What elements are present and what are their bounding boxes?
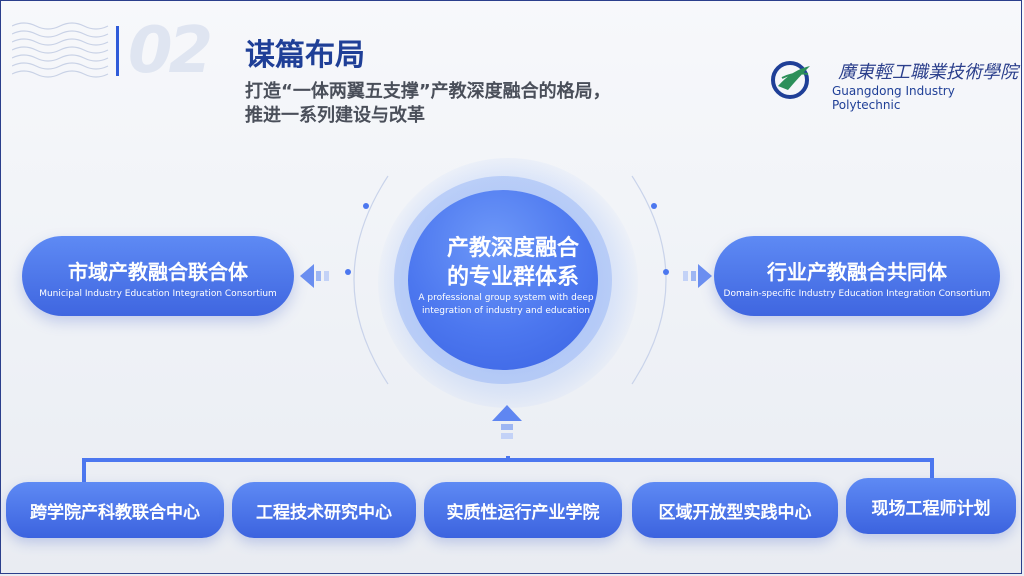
center-title: 产教深度融合 的专业群体系 (418, 234, 608, 292)
support-item-joint-center[interactable]: 跨学院产科教联合中心 (6, 482, 224, 538)
page-title: 谋篇布局 (245, 38, 365, 73)
school-name-en: Guangdong Industry Polytechnic (832, 84, 955, 112)
subtitle-line-2: 推进一系列建设与改革 (245, 105, 425, 126)
left-wing-subtitle: Municipal Industry Education Integration… (39, 289, 277, 299)
right-wing-card: 行业产教融合共同体 Domain-specific Industry Educa… (714, 236, 1000, 316)
support-item-industry-college[interactable]: 实质性运行产业学院 (424, 482, 622, 538)
school-name-cn: 廣東輕工職業技術學院 (838, 62, 1018, 83)
wave-lines-decoration (12, 22, 109, 78)
school-logo-icon (771, 61, 810, 99)
arrow-up-icon (492, 405, 522, 439)
left-wing-card: 市域产教融合联合体 Municipal Industry Education I… (22, 236, 294, 316)
support-item-practice-center[interactable]: 区域开放型实践中心 (632, 482, 838, 538)
title-accent-bar (116, 26, 119, 76)
center-subtitle-en: A professional group system with deep in… (418, 293, 594, 316)
right-wing-subtitle: Domain-specific Industry Education Integ… (723, 289, 991, 299)
support-item-field-engineer[interactable]: 现场工程师计划 (846, 478, 1016, 534)
center-title-line-2: 的专业群体系 (446, 265, 579, 290)
center-title-line-1: 产教深度融合 (446, 236, 579, 261)
left-wing-title: 市域产教融合联合体 (68, 260, 248, 284)
arrow-right-icon (683, 264, 712, 288)
support-item-engineering-research[interactable]: 工程技术研究中心 (232, 482, 416, 538)
page-subtitle: 打造“一体两翼五支撑”产教深度融合的格局， 推进一系列建设与改革 (245, 80, 611, 128)
section-number: 02 (128, 14, 213, 88)
center-circle (408, 190, 598, 370)
orbit-arcs (345, 175, 669, 385)
right-wing-title: 行业产教融合共同体 (767, 260, 947, 284)
arrow-left-icon (300, 264, 329, 288)
support-connector-line (82, 456, 934, 484)
subtitle-line-1: 打造“一体两翼五支撑”产教深度融合的格局， (245, 81, 611, 102)
